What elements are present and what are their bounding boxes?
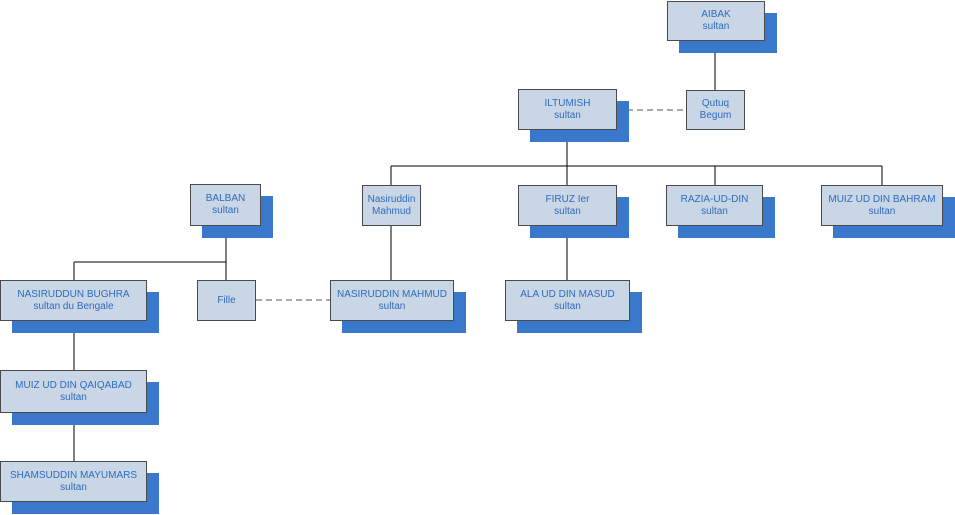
node-name: Fille	[217, 294, 236, 306]
node-title: sultan	[378, 300, 406, 312]
node-name: AIBAK	[701, 9, 731, 20]
node-name: Nasiruddin	[367, 193, 416, 205]
node-name: NASIRUDDUN BUGHRA	[17, 288, 130, 300]
node-title: sultan	[554, 205, 581, 217]
node-name: FIRUZ Ier	[545, 193, 590, 205]
node-name: Qutuq	[701, 98, 730, 109]
node-name: ILTUMISH	[544, 97, 591, 109]
node-title: sultan	[554, 300, 581, 312]
node-title: sultan	[212, 205, 239, 216]
node-title: sultan du Bengale	[33, 300, 114, 312]
node-title: sultan	[702, 21, 730, 32]
node-title: sultan	[554, 109, 581, 121]
node-name-2: Mahmud	[372, 205, 411, 217]
node-name: BALBAN	[205, 193, 246, 204]
node-name: RAZIA-UD-DIN	[680, 193, 749, 205]
node-title: sultan	[868, 205, 896, 217]
node-title: sultan	[60, 481, 87, 493]
node-name: MUIZ UD DIN BAHRAM	[828, 193, 936, 205]
node-name: ALA UD DIN MASUD	[520, 288, 615, 300]
node-title: sultan	[60, 391, 87, 403]
node-title: sultan	[701, 205, 728, 217]
node-name: SHAMSUDDIN MAYUMARS	[9, 469, 138, 481]
node-name: NASIRUDDIN MAHMUD	[337, 288, 447, 300]
node-name: MUIZ UD DIN QAIQABAD	[15, 379, 132, 391]
node-name-2: Begum	[699, 110, 732, 121]
